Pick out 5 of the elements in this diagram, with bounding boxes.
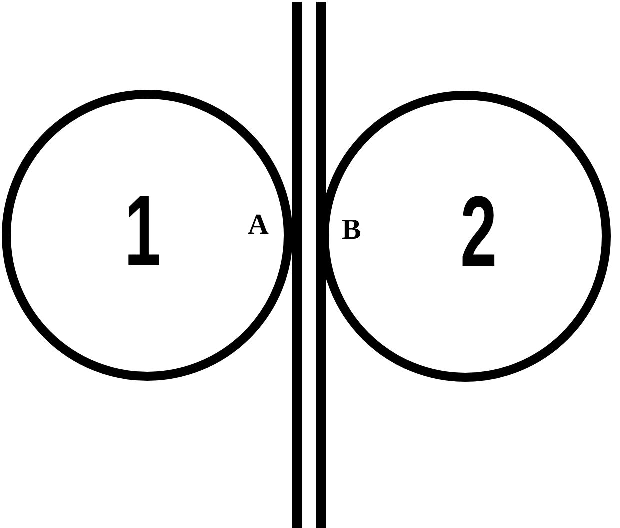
point-label: B bbox=[342, 216, 362, 245]
circle-number: 2 bbox=[460, 182, 498, 282]
circle-node bbox=[2, 90, 292, 380]
circle-number: 1 bbox=[124, 181, 162, 281]
point-label: A bbox=[248, 211, 269, 240]
